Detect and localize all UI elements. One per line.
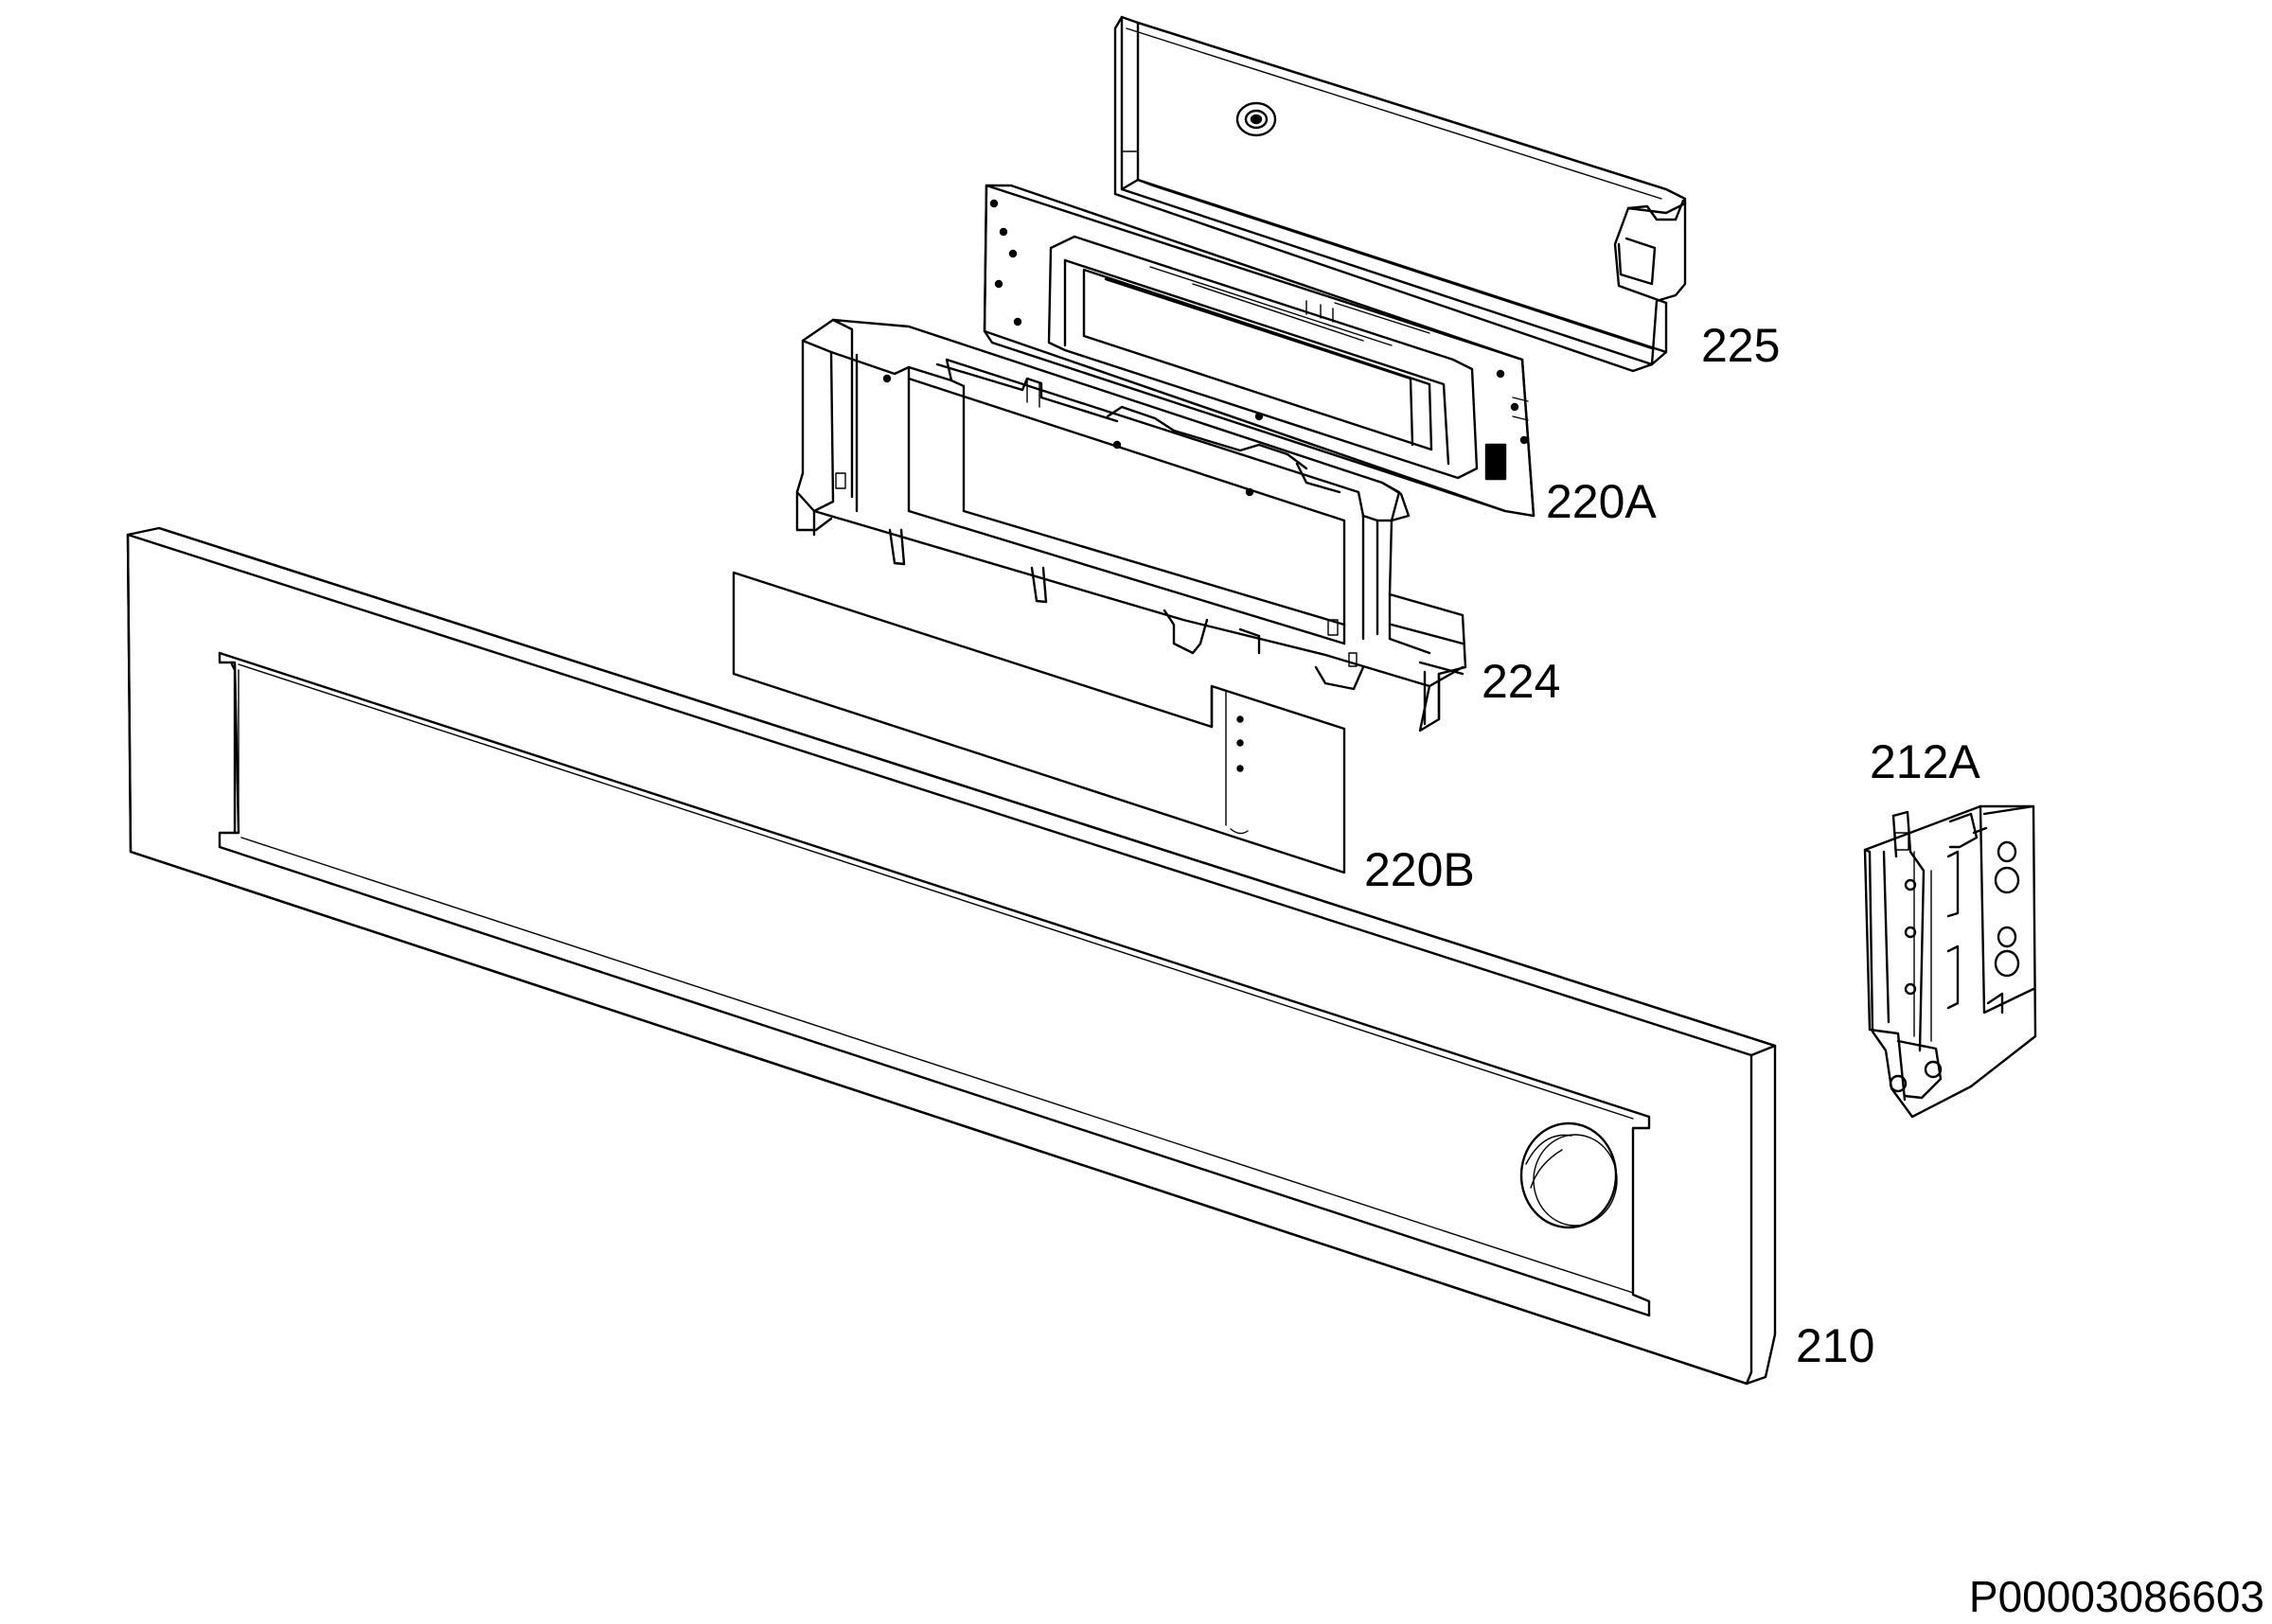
label-212A: 212A	[1870, 735, 1980, 788]
label-220A: 220A	[1546, 475, 1657, 528]
label-220B: 220B	[1364, 843, 1475, 896]
label-210: 210	[1796, 1319, 1875, 1372]
part-220A-pcb	[983, 184, 1535, 518]
part-210-front-panel	[126, 526, 1777, 1386]
part-225-cover	[1113, 15, 1687, 373]
part-224-housing	[795, 318, 1467, 733]
label-224: 224	[1482, 655, 1561, 708]
label-225: 225	[1701, 319, 1781, 372]
document-number: P00003086603	[1968, 1572, 2264, 1621]
part-220B-panel	[732, 571, 1346, 874]
part-212A-bracket	[1863, 804, 2037, 1119]
